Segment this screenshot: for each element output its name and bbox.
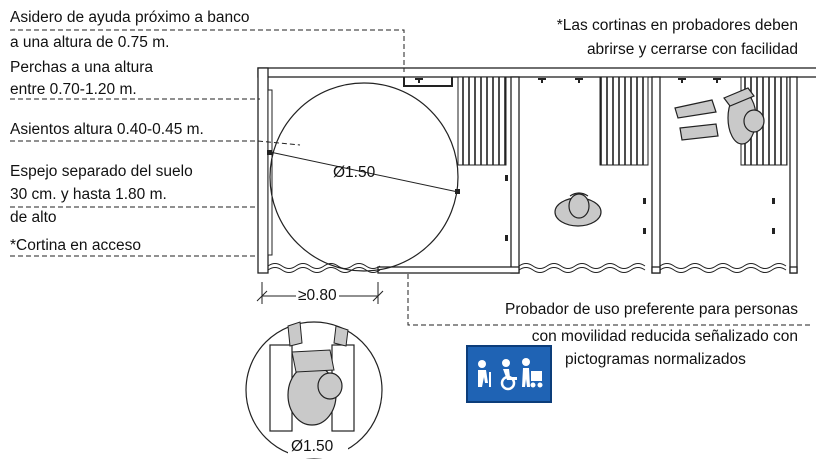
detail-circle-diameter: Ø1.50 [291,438,334,455]
grab-bar-label-1: Asidero de ayuda próximo a banco [10,9,250,26]
wheelchair-turning-detail [245,321,383,459]
mirror-label-3: de alto [10,209,57,226]
walls [257,67,816,274]
curtains-note-2: abrirse y cerrarse con facilidad [586,41,798,58]
turning-circle [269,82,459,272]
curtains-note-1: *Las cortinas en probadores deben [556,17,798,34]
hangers-label-2: entre 0.70-1.20 m. [10,81,137,98]
person-standing-icon [554,192,602,227]
door-width-dimension: ≥0.80 [296,286,339,306]
bench-stall-2 [599,76,649,166]
mirror-label-1: Espejo separado del suelo [10,163,193,180]
person-seated-icon [674,87,765,145]
hanger-hooks [415,78,775,241]
accessibility-pictogram-sign [466,345,552,403]
accessibility-pictograms-icon [478,358,543,391]
grab-bar [403,77,453,87]
seats-label: Asientos altura 0.40-0.45 m. [10,121,204,138]
bench-accessible [457,76,507,166]
curtains [267,263,787,273]
mirror-label-2: 30 cm. y hasta 1.80 m. [10,186,167,203]
preferential-note-1: Probador de uso preferente para personas [505,301,798,318]
diameter-line [269,151,459,193]
preferential-note-2: con movilidad reducida señalizado con [531,328,798,345]
leader-lines [10,29,810,326]
preferential-note-3: pictogramas normalizados [565,351,746,368]
hangers-label-1: Perchas a una altura [10,59,154,76]
grab-bar-label-2: a una altura de 0.75 m. [10,34,170,51]
turning-circle-diameter: Ø1.50 [333,164,376,181]
curtain-access-label: *Cortina en acceso [10,237,141,254]
